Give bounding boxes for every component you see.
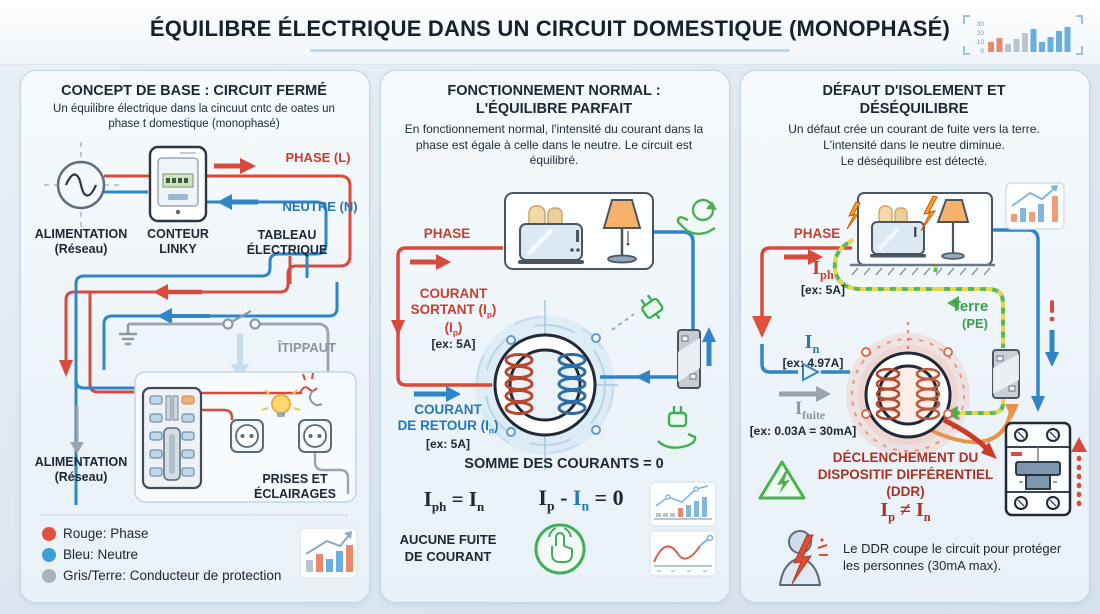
legend-label-phase: Rouge: Phase [63, 526, 149, 541]
p3-note-2: les personnes (30mA max). [843, 558, 1002, 573]
label-neutre-n: NEUTRE (N) [282, 199, 358, 214]
label-courant-retour: COURANT DE RETOUR (In) [397, 402, 499, 436]
label-prises-2: ÉCLAIRAGES [254, 487, 336, 501]
legend-dot-phase [42, 527, 56, 541]
p3-subtitle-2: L'intensité dans le neutre diminue. [823, 138, 1005, 152]
label-iph: Iph [812, 257, 834, 282]
legend-dot-neutre [42, 548, 56, 562]
label-tableau-2: ÉLECTRIQUE [246, 243, 328, 257]
p1-title: CONCEPT DE BASE : CIRCUIT FERMÉ [61, 83, 327, 99]
label-conteur: CONTEUR [147, 227, 209, 241]
p3-label-phase: PHASE [793, 226, 841, 241]
label-sortant-ex: [ex: 5A] [431, 337, 476, 351]
p3-subtitle-1: Un défaut crée un courant de fuite vers … [788, 122, 1040, 136]
formula-ip-minus-in: Ip - In = 0 [538, 485, 624, 514]
p3-title: DÉFAUT D'ISOLEMENT ET [822, 83, 1006, 99]
label-alimentation-bottom-2: (Réseau) [54, 470, 108, 484]
title-underline [310, 49, 790, 52]
page-title: ÉQUILIBRE ÉLECTRIQUE DANS UN CIRCUIT DOM… [149, 16, 951, 41]
label-aucune-fuite-2: DE COURANT [404, 549, 492, 564]
label-alimentation-top: ALIMENTATION [34, 227, 128, 241]
header-band [0, 0, 1100, 65]
formula-iph-in: Iph = In [423, 487, 485, 515]
label-alimentation-top-2: (Réseau) [54, 242, 108, 256]
legend-dot-terre [42, 569, 56, 583]
label-courant-sortant: COURANT SORTANT (Ip) (Ip) [410, 286, 497, 338]
label-phase-l: PHASE (L) [285, 150, 351, 165]
label-ddr-1: DÉCLENCHEMENT DU [832, 450, 979, 465]
label-retour-ex: [ex: 5A] [425, 437, 470, 451]
p2-label-phase: PHASE [423, 226, 471, 241]
label-in: In [804, 331, 820, 356]
label-in-ex: [ex: 4.97A] [782, 356, 844, 370]
p2-title: FONCTIONNEMENT NORMAL : [447, 83, 661, 99]
legend-label-neutre: Bleu: Neutre [63, 547, 139, 562]
label-somme: SOMME DES COURANTS = 0 [464, 456, 664, 472]
label-ifuite-ex: [ex: 0.03A = 30mA] [749, 424, 857, 438]
label-ifuite: Ifuite [794, 398, 826, 422]
formula-ip-neq-in: Ip ≠ In [880, 499, 931, 524]
p3-title-2: DÉSÉQUILIBRE [859, 101, 969, 117]
legend-label-terre: Gris/Terre: Conducteur de protection [63, 568, 282, 583]
label-prises: PRISES ET [262, 472, 328, 486]
label-ddr-3: (DDR) [886, 484, 925, 499]
p2-subtitle: En fonctionnement normal, l'intensité du… [404, 122, 704, 168]
label-tableau: TABLEAU [257, 228, 317, 242]
label-terre: Terre [951, 298, 989, 315]
p1-subtitle: Un équilibre électrique dans la cincuut … [53, 103, 335, 130]
label-aucune-fuite: AUCUNE FUITE [399, 532, 497, 547]
p2-title-2: L'ÉQUILIBRE PARFAIT [475, 101, 633, 117]
p3-subtitle-3: Le déséquilibre est détecté. [840, 154, 988, 168]
label-terre-pe: (PE) [962, 316, 988, 331]
p3-note-1: Le DDR coupe le circuit pour protéger [843, 541, 1062, 556]
label-alimentation-bottom: ALIMENTATION [34, 455, 128, 469]
label-tippaut: ÎTIPPAUT [277, 340, 337, 355]
label-ddr-2: DISPOSITIF DIFFÉRENTIEL [817, 467, 994, 482]
label-iph-ex: [ex: 5A] [800, 283, 845, 297]
label-linky: LINKY [159, 242, 197, 256]
